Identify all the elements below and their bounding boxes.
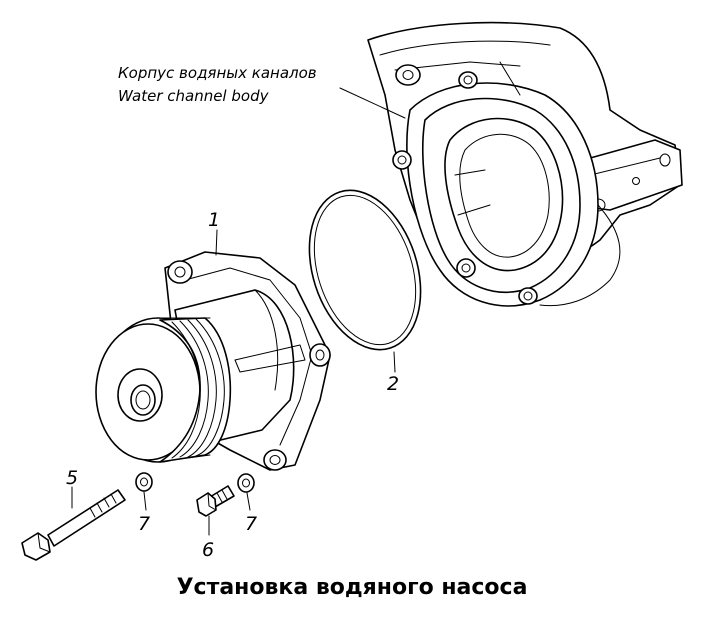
washer-left	[135, 472, 153, 492]
pump-leader-line	[215, 229, 218, 256]
label-washer-left: 7	[138, 513, 150, 535]
label-long-bolt: 5	[66, 467, 78, 489]
callout-label-en: Water channel body	[118, 87, 270, 105]
washer-right	[237, 473, 255, 493]
water-channel-body	[367, 21, 683, 307]
ring-leader-line	[393, 351, 396, 373]
short-bolt	[196, 485, 235, 517]
washer-left-leader-line	[143, 491, 147, 511]
callout-label-ru: Корпус водяных каналов	[118, 64, 317, 82]
washer-right-leader-line	[246, 492, 251, 511]
label-pump: 1	[208, 209, 220, 231]
long-bolt	[21, 489, 126, 561]
diagram-title: Установка водяного насоса	[177, 575, 528, 600]
label-short-bolt: 6	[202, 539, 214, 561]
o-ring	[308, 189, 422, 351]
water-pump	[95, 251, 331, 471]
callout-leader-line	[339, 87, 406, 119]
label-washer-right: 7	[245, 513, 257, 535]
label-ring: 2	[387, 373, 399, 395]
